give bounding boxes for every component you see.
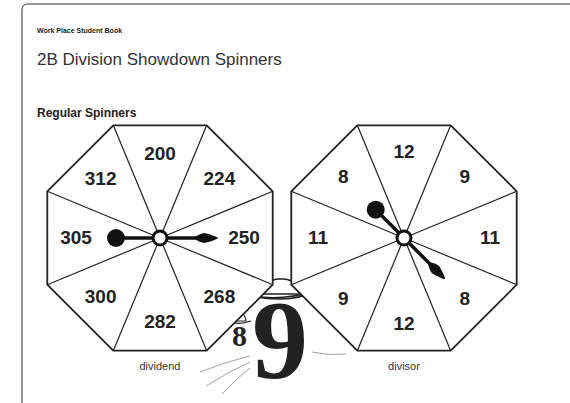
wedge-number: 305 [60, 228, 92, 249]
caption-box: dividend [38, 356, 282, 374]
wedge-number: 312 [85, 168, 117, 189]
spinner-wedge: 305 [60, 228, 92, 249]
spinner-wedge: 11 [480, 228, 500, 249]
spinner-wedge: 11 [308, 228, 328, 249]
book-header: Work Place Student Book [37, 27, 122, 34]
pointer-dot [367, 201, 385, 219]
wedge-number: 8 [338, 167, 349, 188]
wedge-number: 300 [85, 287, 117, 308]
wedge-number: 8 [460, 288, 471, 309]
wedge-number: 224 [204, 168, 236, 189]
pointer-dot [107, 229, 125, 247]
spinner-wedge: 9 [338, 288, 349, 309]
spinner-wedge: 9 [460, 167, 471, 188]
section-heading: Regular Spinners [37, 106, 136, 120]
spinner-wedge: 282 [144, 312, 176, 333]
octagon [47, 125, 272, 350]
spinner-wedge: 224 [204, 168, 236, 189]
lasso-line [222, 368, 250, 394]
pointer-arrow [194, 233, 218, 243]
spinner-wedge: 250 [228, 228, 260, 249]
wedge-number: 9 [338, 288, 349, 309]
lasso-line [206, 362, 250, 386]
spinner-wedge: 8 [460, 288, 471, 309]
spinner-wedge: 12 [393, 142, 414, 163]
caption-box: divisor [282, 356, 526, 374]
spinner-wedge: 312 [85, 168, 117, 189]
spinner-wedge: 300 [85, 287, 117, 308]
spinner-wedge: 12 [393, 314, 414, 335]
pointer-arrow [428, 262, 445, 279]
wedge-number: 250 [228, 228, 260, 249]
wedge-number: 12 [393, 314, 414, 335]
spinner-hub [397, 231, 411, 245]
lasso-line [200, 356, 250, 372]
spinner-caption: divisor [388, 360, 420, 372]
spinner-hub [153, 231, 167, 245]
spinner: divisor 12 9 11 8 12 9 11 8 [282, 116, 526, 374]
cartoon-nine: 9 [252, 284, 308, 396]
octagon [291, 125, 516, 350]
lasso-line [312, 352, 346, 355]
wedge-divider [404, 238, 451, 351]
wedge-divider [160, 238, 207, 351]
spinner-wedge: 268 [204, 287, 236, 308]
wedge-number: 9 [460, 167, 471, 188]
wedge-number: 11 [480, 228, 500, 249]
spinner-wedge: 200 [144, 144, 176, 165]
wedge-number: 282 [144, 312, 176, 333]
page-frame [22, 4, 570, 403]
wedge-number: 12 [393, 142, 414, 163]
wedge-number: 200 [144, 144, 176, 165]
wedge-number: 11 [308, 228, 328, 249]
spinner-wedge: 8 [338, 167, 349, 188]
spinner-caption: dividend [140, 360, 181, 372]
wedge-divider [113, 125, 160, 238]
page-title: 2B Division Showdown Spinners [37, 50, 282, 70]
wedge-number: 268 [204, 287, 236, 308]
cartoon-eight: 8 [232, 321, 247, 351]
